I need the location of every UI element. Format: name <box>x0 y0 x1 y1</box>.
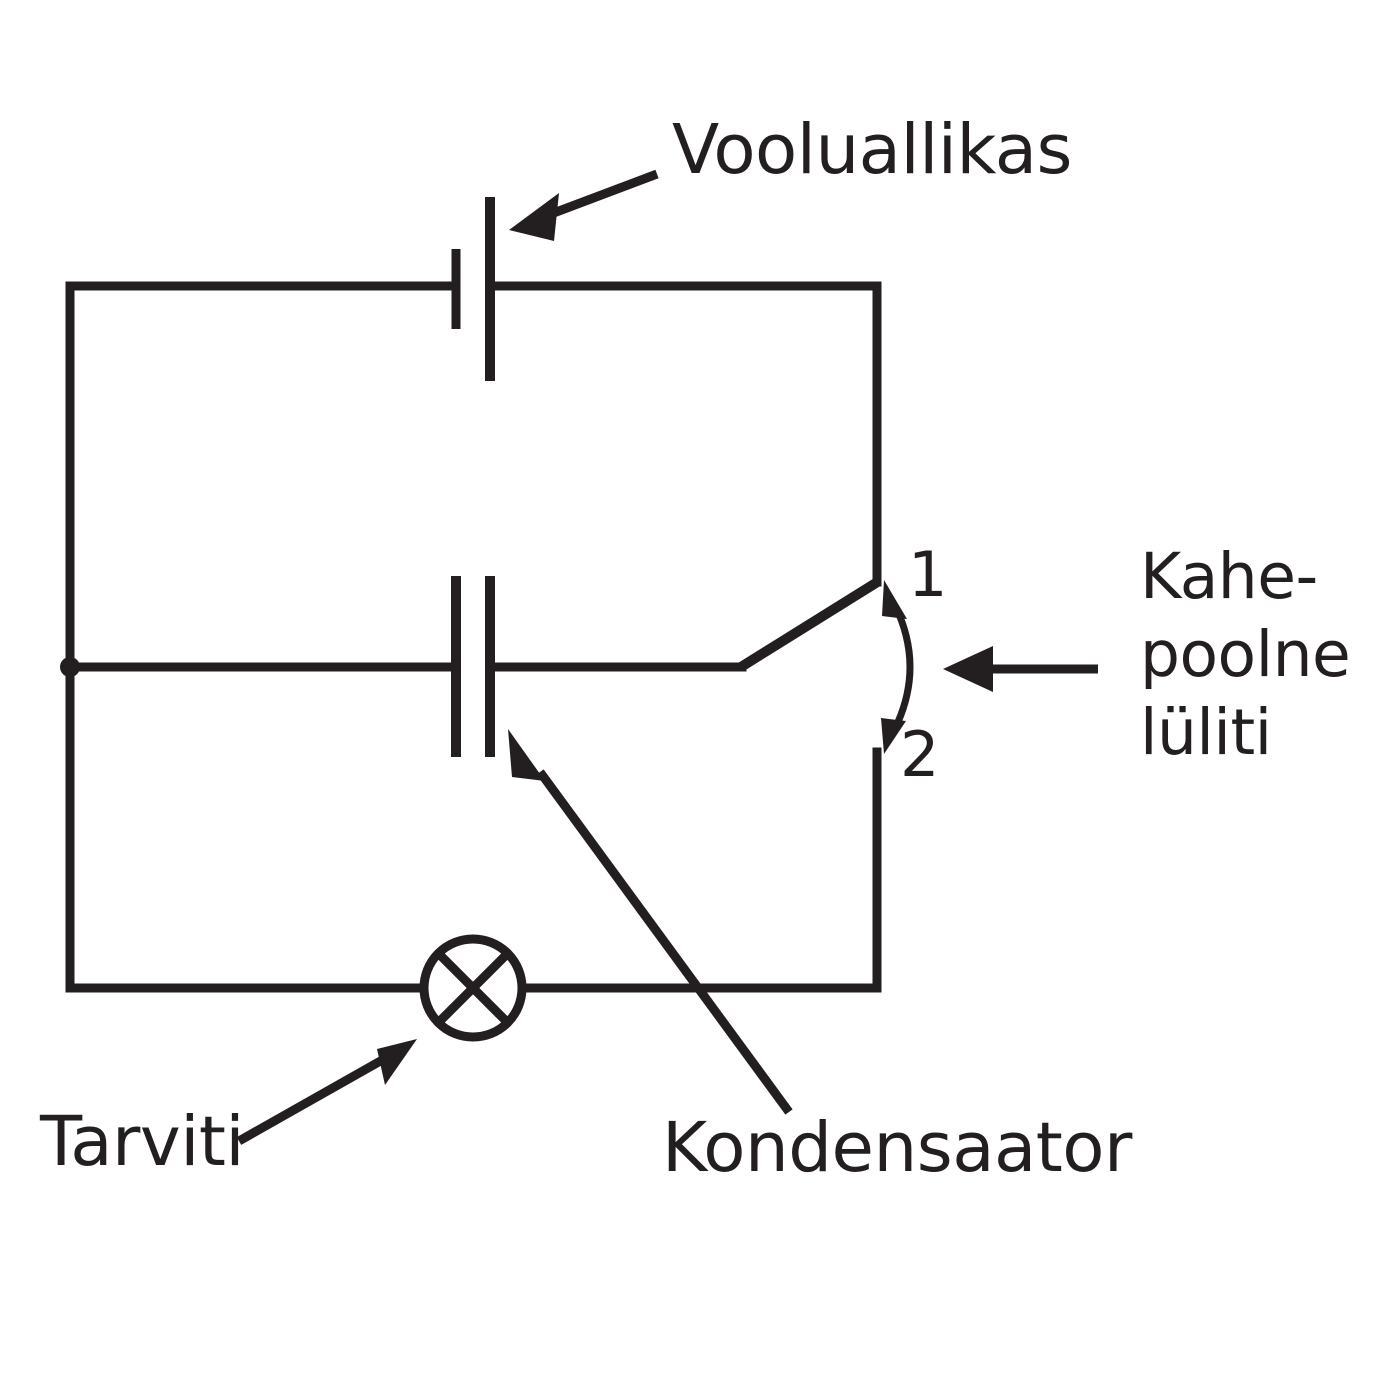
switch-throw-arc <box>894 610 914 724</box>
leader-arrowhead-switch-icon <box>943 646 993 692</box>
label-two-way-switch-line-2: poolne <box>1140 618 1351 691</box>
label-two-way-switch-line-1: Kahe- <box>1140 540 1318 613</box>
leader-line-source <box>541 169 659 222</box>
lamp-circle-icon <box>419 934 527 1042</box>
switch-blade-icon[interactable] <box>738 576 882 672</box>
lamp-cross-stroke-b-icon <box>434 949 512 1027</box>
leader-line-load <box>236 1055 387 1145</box>
switch-throw-arrowhead-up-icon <box>882 580 907 619</box>
label-load: Tarviti <box>40 1102 245 1182</box>
leader-arrowhead-load-icon <box>377 1039 417 1085</box>
junction-dot <box>60 657 80 677</box>
leader-line-capacitor <box>536 769 793 1115</box>
leader-arrowhead-source-icon <box>509 193 559 241</box>
leader-arrowhead-capacitor-icon <box>508 729 545 781</box>
label-two-way-switch-line-3: lüliti <box>1140 696 1272 769</box>
label-switch-contact-2: 2 <box>900 718 939 791</box>
label-capacitor: Kondensaator <box>662 1108 1132 1188</box>
switch-throw-arrowhead-down-icon <box>881 718 906 754</box>
label-switch-contact-1: 1 <box>908 538 947 611</box>
label-voltage-source: Vooluallikas <box>672 110 1072 190</box>
